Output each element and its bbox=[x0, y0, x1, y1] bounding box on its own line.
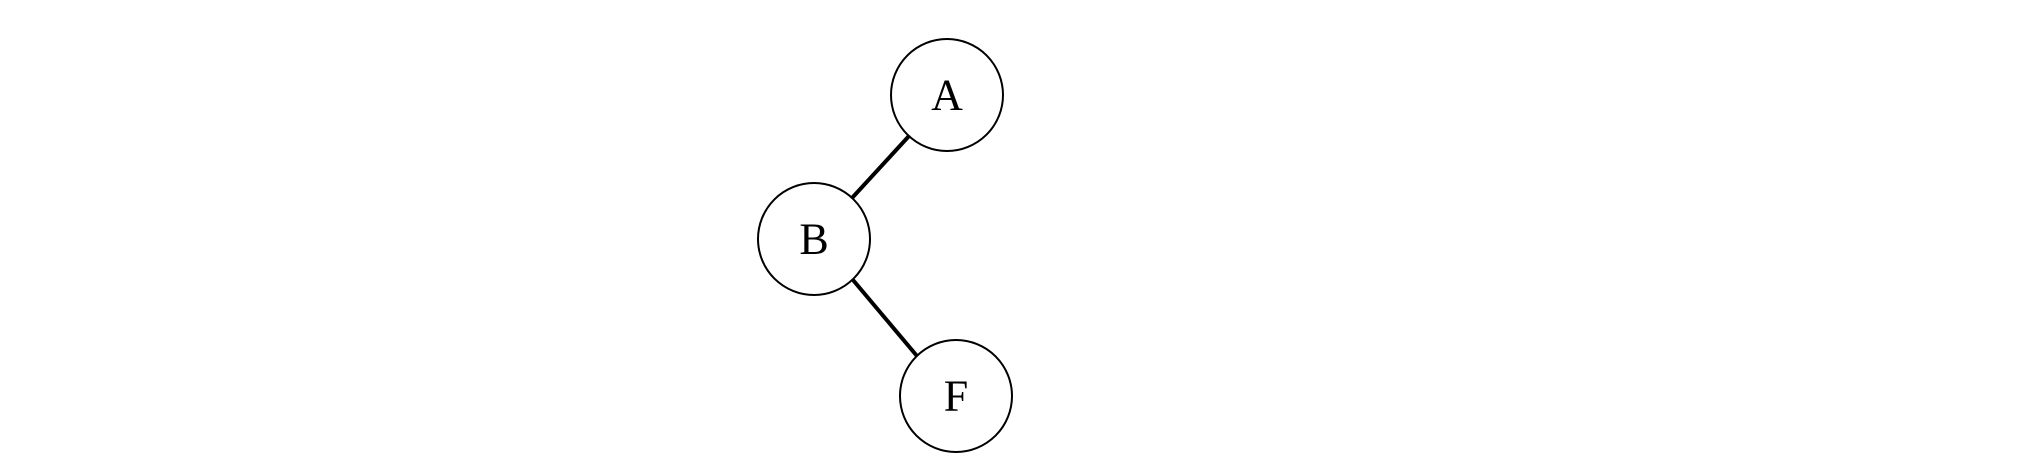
node-f[interactable]: F bbox=[899, 339, 1013, 453]
edge-layer bbox=[850, 134, 919, 358]
node-b-label: B bbox=[799, 215, 828, 264]
node-layer: A B F bbox=[757, 38, 1013, 453]
node-a[interactable]: A bbox=[890, 38, 1004, 152]
node-b[interactable]: B bbox=[757, 182, 871, 296]
edge-b-f[interactable] bbox=[851, 278, 919, 358]
node-b-circle[interactable] bbox=[757, 182, 871, 296]
node-f-circle[interactable] bbox=[899, 339, 1013, 453]
node-a-label: A bbox=[931, 71, 963, 120]
node-a-circle[interactable] bbox=[890, 38, 1004, 152]
node-f-label: F bbox=[944, 372, 968, 421]
edge-b-a[interactable] bbox=[850, 134, 911, 200]
